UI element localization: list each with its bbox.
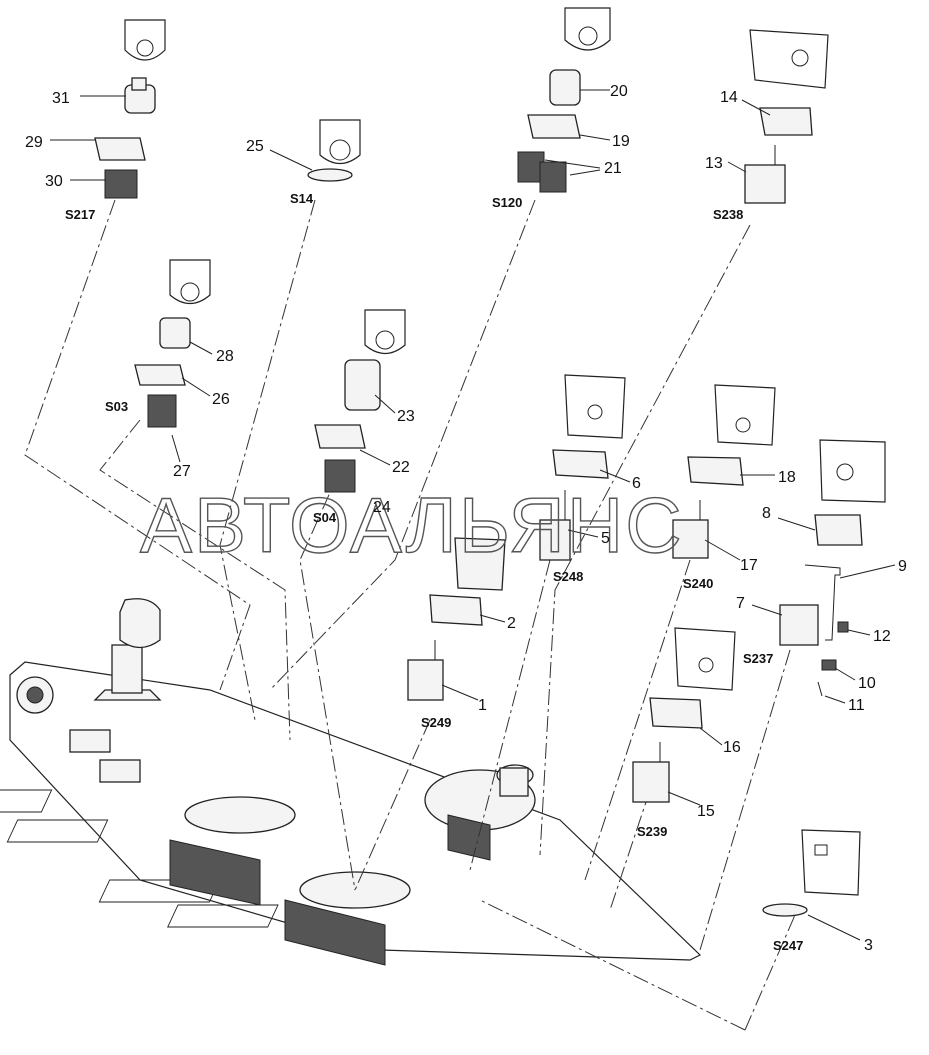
callout-18: 18: [778, 469, 796, 486]
part-S14: [307, 119, 361, 182]
code-S217: S217: [65, 207, 95, 222]
code-S240: S240: [683, 576, 713, 591]
part-S249: [407, 594, 483, 701]
callout-12: 12: [873, 628, 891, 645]
part-S03: [134, 259, 211, 428]
callout-23: 23: [397, 408, 415, 425]
part-S239: [632, 627, 736, 803]
callout-17: 17: [740, 557, 758, 574]
callout-8: 8: [762, 505, 771, 522]
part-S238: [744, 29, 829, 204]
callout-30: 30: [45, 173, 63, 190]
callout-14: 14: [720, 89, 738, 106]
part-S04: [314, 309, 406, 493]
assembly-lines: [24, 199, 796, 1031]
part-S120: [517, 7, 611, 193]
callout-27: 27: [173, 463, 191, 480]
side-switch-cluster: [16, 676, 141, 783]
callout-15: 15: [697, 803, 715, 820]
rotary-knob: [424, 764, 536, 861]
code-S247: S247: [773, 938, 803, 953]
callout-25: 25: [246, 138, 264, 155]
callout-5: 5: [601, 530, 610, 547]
callout-10: 10: [858, 675, 876, 692]
part-S217: [94, 19, 166, 199]
callout-labels: 31 29 30 25 28 26 27 23 22 24 20 19 21 1…: [25, 83, 907, 954]
part-S240: [672, 384, 776, 559]
callout-28: 28: [216, 348, 234, 365]
joystick: [93, 598, 162, 701]
callout-2: 2: [507, 615, 516, 632]
callout-11: 11: [848, 697, 865, 714]
code-S239: S239: [637, 824, 667, 839]
callout-24: 24: [373, 499, 391, 516]
callout-20: 20: [610, 83, 628, 100]
callout-6: 6: [632, 475, 641, 492]
callout-22: 22: [392, 459, 410, 476]
code-S120: S120: [492, 195, 522, 210]
callout-29: 29: [25, 134, 43, 151]
part-S247: [762, 829, 861, 917]
callout-1: 1: [478, 697, 487, 714]
callout-19: 19: [612, 133, 630, 150]
callout-13: 13: [705, 155, 723, 172]
callout-7: 7: [736, 595, 745, 612]
code-S237: S237: [743, 651, 773, 666]
code-S249: S249: [421, 715, 451, 730]
callout-21: 21: [604, 160, 622, 177]
control-panel: [0, 598, 702, 966]
code-S14: S14: [290, 191, 314, 206]
code-S238: S238: [713, 207, 743, 222]
callout-3: 3: [864, 937, 873, 954]
leader-lines: [50, 89, 896, 941]
code-S03: S03: [105, 399, 128, 414]
code-S248: S248: [553, 569, 583, 584]
callout-9: 9: [898, 558, 907, 575]
callout-31: 31: [52, 90, 70, 107]
code-S04: S04: [313, 510, 337, 525]
switch-code-labels: S217 S14 S120 S238 S03 S04 S248 S240 S23…: [65, 191, 803, 953]
part-S237: [779, 439, 886, 697]
part-S248: [454, 374, 626, 591]
callout-26: 26: [212, 391, 230, 408]
callout-16: 16: [723, 739, 741, 756]
watermark: АВТОАЛЬЯНС: [140, 481, 684, 569]
